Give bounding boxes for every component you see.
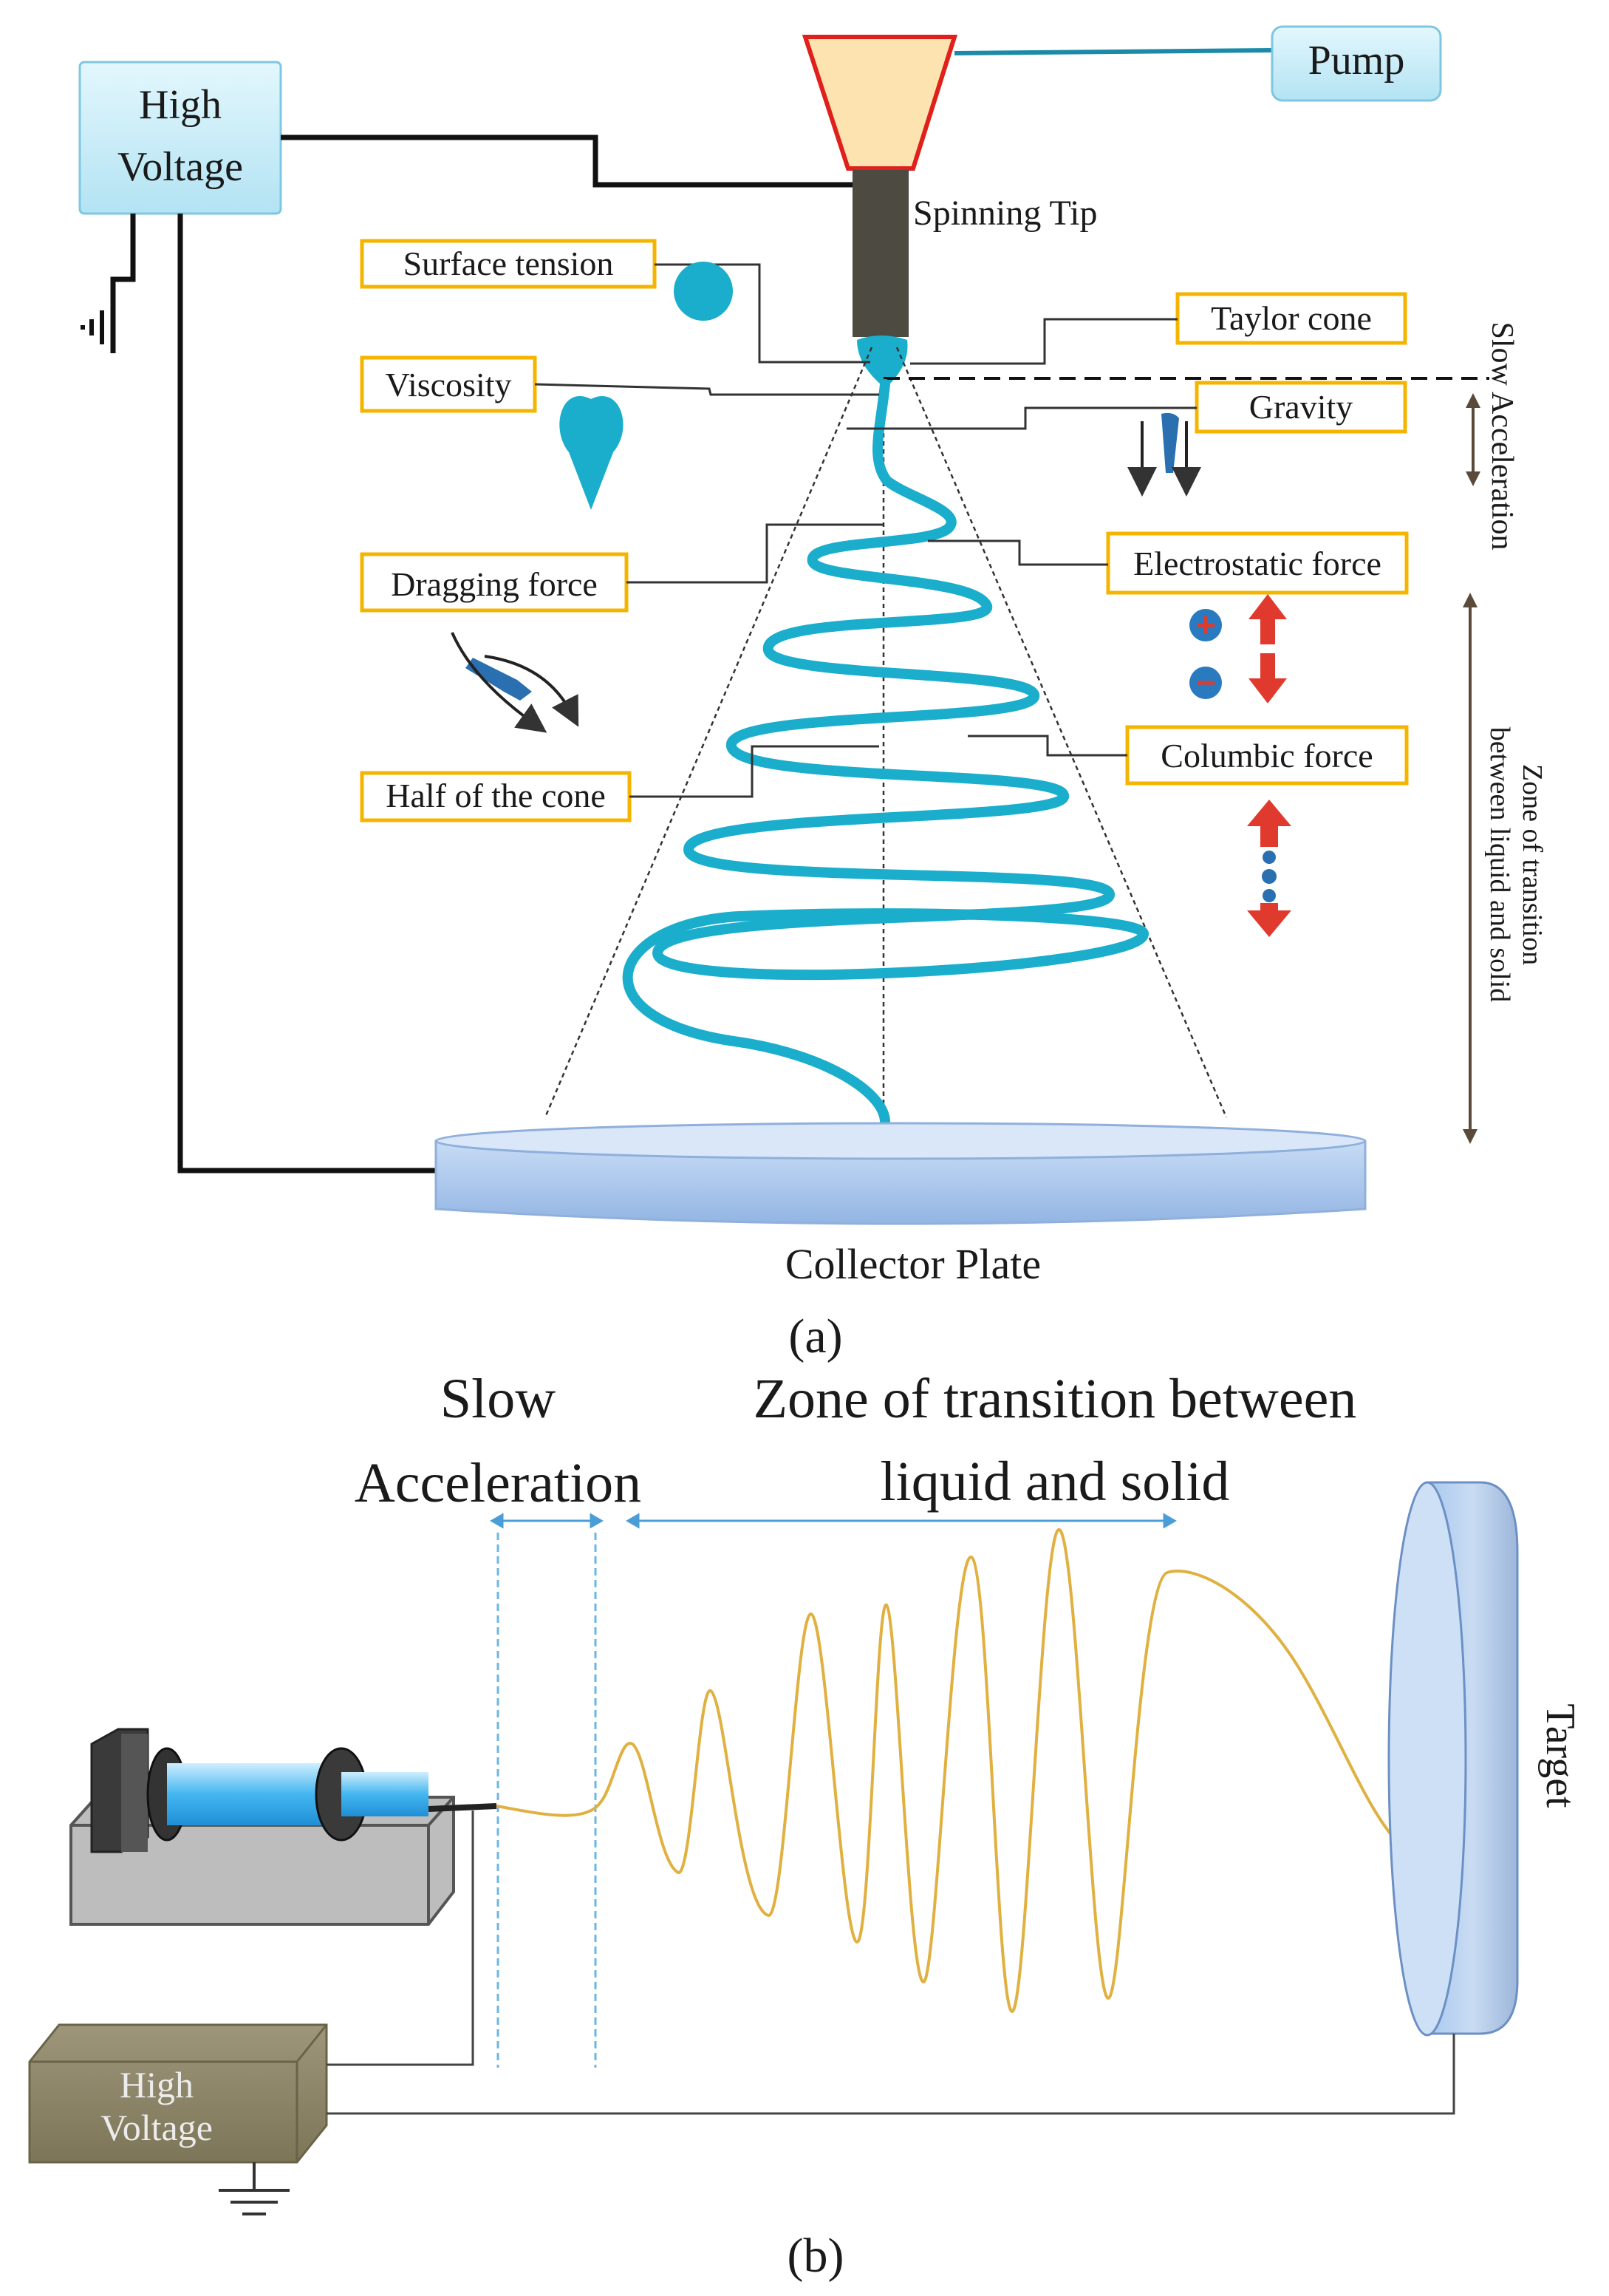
jet-spiral [622,379,1149,1128]
slow-accel-line1-b: Slow [440,1368,556,1430]
collector-plate-label: Collector Plate [785,1240,1041,1288]
gravity-drop-icon [1127,412,1201,497]
surface-tension-drop-icon [674,262,733,321]
svg-text:Gravity: Gravity [1249,388,1353,426]
svg-text:Electrostatic force: Electrostatic force [1133,545,1381,582]
spinning-tip [853,170,909,337]
caption-a: (a) [788,1309,842,1363]
high-voltage-line2-a: Voltage [117,144,243,190]
leader-electrostatic-force [928,539,1108,566]
label-viscosity: Viscosity [360,355,537,413]
viscosity-drop-icon [559,396,624,510]
leader-columbic-force [968,735,1127,757]
target-disk [1387,1481,1519,2037]
syringe-pump [69,1728,497,1926]
label-gravity: Gravity [1195,381,1407,434]
pump-box: Pump [954,25,1442,102]
hv-to-tip-wire [281,134,870,188]
label-columbic-force: Columbic force [1125,725,1409,786]
collector-plate [434,1122,1367,1225]
leader-half-cone [629,745,879,798]
high-voltage-line1-a: High [139,82,222,128]
svg-text:Half of the cone: Half of the cone [386,777,606,814]
ground-icon-a [81,302,115,353]
slow-accel-indicator: Slow Acceleration [1466,321,1519,551]
fiber-jet-b [496,1527,1417,2014]
spinning-tip-label: Spinning Tip [913,194,1097,233]
leader-viscosity [534,383,879,396]
target-label: Target [1537,1703,1583,1808]
slow-accel-line2-b: Acceleration [355,1452,641,1514]
svg-text:Dragging force: Dragging force [391,565,598,603]
hv-to-target-wire-b [327,2034,1455,2115]
pump-label: Pump [1308,38,1405,84]
electrostatic-charges-icon [1189,594,1287,704]
transition-zone-line1-b: Zone of transition between [754,1368,1357,1430]
transition-zone-indicator: Zone of transition between liquid and so… [1463,593,1548,1144]
transition-zone-line1-a: Zone of transition [1517,764,1548,965]
high-voltage-box-a: High Voltage [78,61,282,215]
slow-accel-span-arrow [489,1513,604,1529]
panel-a: High Voltage Pump Spinning Tip [78,25,1548,1363]
label-dragging-force: Dragging force [360,552,629,613]
caption-b: (b) [788,2229,844,2283]
high-voltage-line2-b: Voltage [100,2107,213,2148]
svg-text:Surface tension: Surface tension [403,245,614,282]
svg-text:Taylor cone: Taylor cone [1211,299,1372,337]
ground-icon-b [219,2162,290,2215]
dragging-force-icon [451,632,579,733]
syringe-funnel [802,35,958,171]
svg-text:Viscosity: Viscosity [385,366,511,403]
hv-to-collector-wire [177,214,436,1173]
columbic-charges-icon [1247,800,1291,937]
hv-to-needle-wire-b [327,1810,474,2066]
transition-span-arrow [625,1513,1178,1529]
panel-b: Slow Acceleration Zone of transition bet… [28,1368,1583,2283]
transition-zone-line2-b: liquid and solid [881,1451,1230,1513]
leader-taylor-cone [910,318,1178,365]
label-taylor-cone: Taylor cone [1175,292,1407,345]
high-voltage-line1-b: High [120,2064,194,2105]
leader-gravity [847,406,1197,430]
taylor-cone-drop [857,335,908,399]
cone-outline [544,347,1228,1120]
high-voltage-box-b: High Voltage [28,2023,328,2164]
slow-accel-label-a: Slow Acceleration [1485,321,1519,550]
label-electrostatic-force: Electrostatic force [1106,531,1409,595]
label-half-cone: Half of the cone [360,771,632,822]
svg-text:Columbic force: Columbic force [1161,737,1373,774]
transition-zone-line2-a: between liquid and solid [1484,727,1515,1003]
leader-dragging-force [626,523,884,584]
label-surface-tension: Surface tension [360,239,657,289]
ground-wire-a [110,214,136,353]
